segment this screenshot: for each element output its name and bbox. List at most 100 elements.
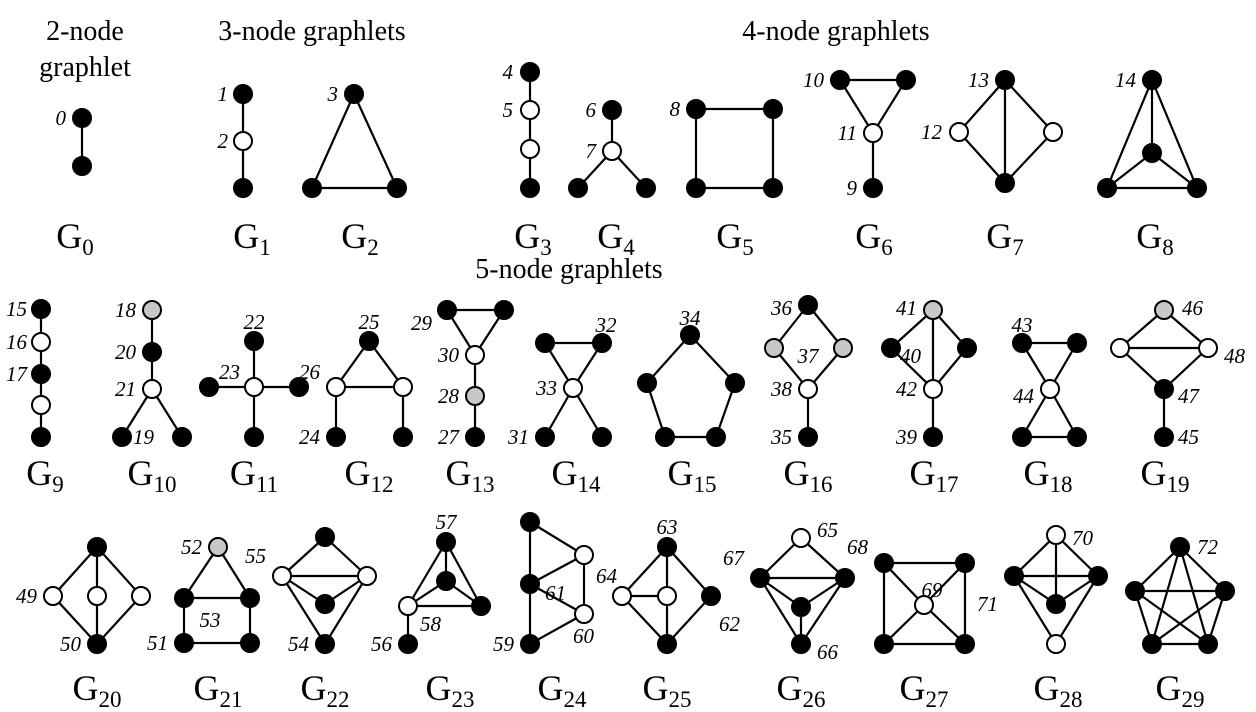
- graphlet-letter: G: [1156, 668, 1182, 708]
- node: [1187, 178, 1207, 198]
- edge: [666, 546, 712, 597]
- graphlet-letter: G: [341, 216, 367, 256]
- graphlet-letter: G: [56, 216, 82, 256]
- node: [1046, 634, 1066, 654]
- node: [1170, 537, 1190, 557]
- graphlet-index: 11: [256, 472, 278, 497]
- graphlet-letter: G: [128, 453, 154, 493]
- graphlet-label: G14: [552, 453, 602, 497]
- graphlet-index: 16: [810, 472, 833, 497]
- node: [520, 574, 540, 594]
- graphlet-index: 13: [472, 472, 495, 497]
- orbit-label: 72: [1197, 535, 1219, 559]
- orbit-label: 27: [438, 425, 461, 449]
- graphlet-label: G23: [426, 668, 475, 712]
- graphlet-index: 2: [367, 235, 379, 260]
- graphlet-label: G29: [1156, 668, 1205, 712]
- node: [142, 379, 162, 399]
- graphlet-label: G26: [777, 668, 826, 712]
- graphlet-label: G19: [1141, 453, 1190, 497]
- node: [1198, 338, 1218, 358]
- node: [798, 379, 818, 399]
- edge: [646, 334, 691, 384]
- orbit-label: 13: [968, 68, 989, 92]
- node: [393, 377, 413, 397]
- node: [574, 604, 594, 624]
- node: [1012, 333, 1032, 353]
- node: [326, 377, 346, 397]
- graphlet-letter: G: [643, 668, 669, 708]
- graphlet-label: G5: [716, 216, 754, 260]
- edge: [621, 546, 668, 597]
- graphlet-index: 7: [1012, 235, 1024, 260]
- node: [1110, 338, 1130, 358]
- node: [657, 537, 677, 557]
- node: [359, 331, 379, 351]
- node: [1004, 566, 1024, 586]
- node: [244, 427, 264, 447]
- node: [31, 332, 51, 352]
- graphlet-letter: G: [900, 668, 926, 708]
- node: [1043, 122, 1063, 142]
- orbit-label: 64: [596, 564, 618, 588]
- node: [1154, 427, 1174, 447]
- orbit-label: 29: [411, 311, 433, 335]
- graphlet-label: G15: [668, 453, 717, 497]
- node: [881, 338, 901, 358]
- edge: [445, 541, 482, 607]
- node: [31, 364, 51, 384]
- graphlet-index: 29: [1182, 687, 1205, 712]
- node: [874, 553, 894, 573]
- orbit-label: 62: [719, 612, 741, 636]
- graphlet-2: 3G2: [302, 82, 407, 260]
- node: [602, 100, 622, 120]
- graphlet-label: G8: [1136, 216, 1174, 260]
- graphlet-0: 0G0: [56, 106, 94, 260]
- graphlet-index: 17: [936, 472, 959, 497]
- node: [612, 586, 632, 606]
- node: [995, 173, 1015, 193]
- node: [520, 634, 540, 654]
- node: [520, 62, 540, 82]
- graphlet-letter: G: [194, 668, 220, 708]
- node: [995, 70, 1015, 90]
- node: [393, 427, 413, 447]
- node: [302, 178, 322, 198]
- node: [763, 99, 783, 119]
- graphlet-index: 14: [578, 472, 602, 497]
- orbit-label: 44: [1013, 384, 1035, 408]
- section-title-s5: 5-node graphlets: [475, 254, 662, 285]
- orbit-label: 30: [437, 343, 460, 367]
- node: [657, 634, 677, 654]
- orbit-label: 71: [977, 592, 998, 616]
- edge: [1178, 546, 1210, 645]
- node: [436, 571, 456, 591]
- graphlet-index: 3: [540, 235, 552, 260]
- graphlet-index: 9: [52, 472, 64, 497]
- graphlet-index: 21: [220, 687, 243, 712]
- edge: [621, 595, 668, 645]
- node: [923, 379, 943, 399]
- orbit-label: 58: [420, 612, 442, 636]
- edge: [1150, 79, 1199, 189]
- node: [520, 139, 540, 159]
- orbit-label: 61: [545, 581, 566, 605]
- node: [686, 178, 706, 198]
- graphlet-label: G6: [855, 216, 893, 260]
- node: [315, 634, 335, 654]
- node: [289, 377, 309, 397]
- orbit-label: 28: [438, 384, 460, 408]
- node: [87, 537, 107, 557]
- node: [1012, 427, 1032, 447]
- node: [1040, 379, 1060, 399]
